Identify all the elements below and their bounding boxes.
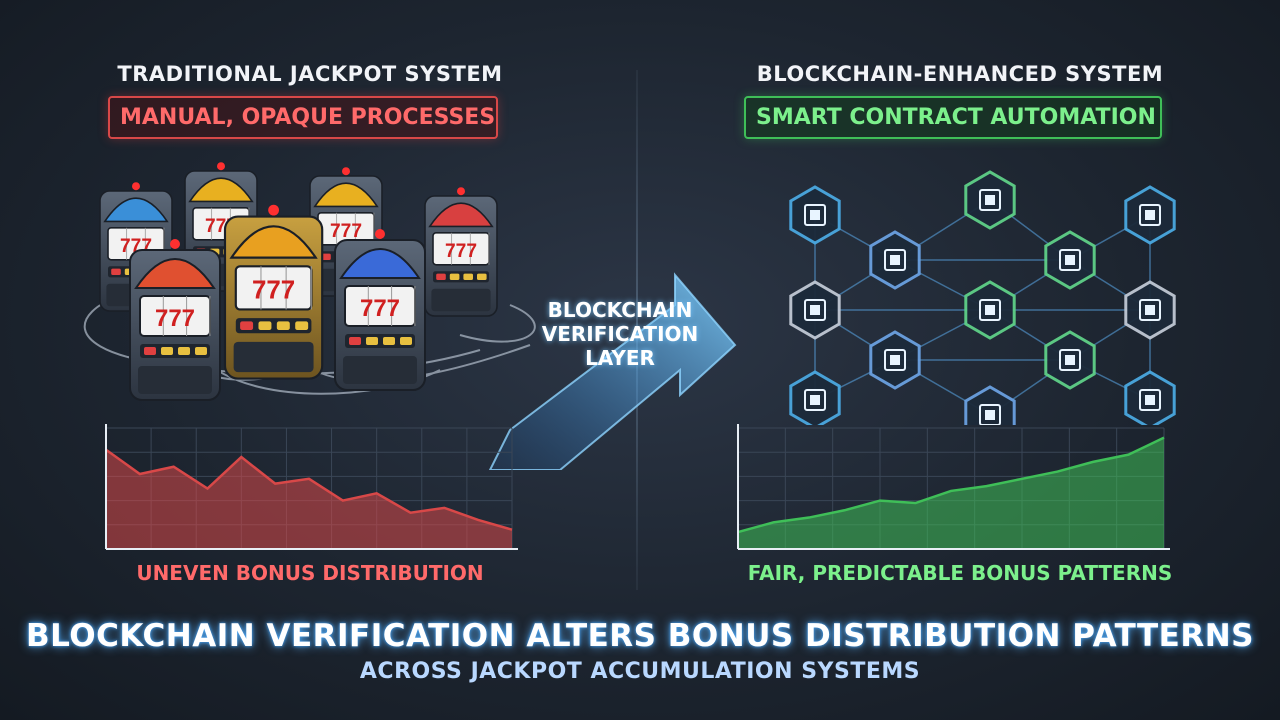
chart-line (737, 436, 1165, 534)
hexagon-chip-node-icon (964, 385, 1016, 425)
right-caption: FAIR, PREDICTABLE BONUS PATTERNS (747, 561, 1173, 585)
reel-symbol: 777 (155, 305, 195, 332)
slot-machine-icon: 777 (334, 229, 426, 391)
slot-machine-icon: 777 (223, 204, 324, 380)
hexagon-chip-node-icon (964, 280, 1016, 340)
right-heading: BLOCKCHAIN-ENHANCED SYSTEM (756, 62, 1164, 86)
reel-symbol: 777 (360, 295, 400, 322)
right-tag: SMART CONTRACT AUTOMATION (744, 96, 1162, 139)
arrow-right-icon (488, 272, 737, 470)
chart-area (106, 449, 512, 549)
uneven-distribution-chart (105, 424, 518, 550)
hexagon-chip-node-icon (1124, 370, 1176, 425)
hexagon-chip-node-icon (789, 370, 841, 425)
hexagon-chip-node-icon (789, 185, 841, 245)
chart-area (738, 437, 1164, 549)
reel-symbol: 777 (445, 241, 477, 262)
blockchain-node-network (789, 170, 1176, 425)
hexagon-chip-node-icon (1124, 185, 1176, 245)
hexagon-chip-node-icon (869, 230, 921, 290)
verification-label-line-1: BLOCKCHAIN (547, 298, 693, 322)
hexagon-chip-node-icon (1044, 230, 1096, 290)
chart-line (105, 448, 513, 531)
verification-label-line-3: LAYER (585, 346, 655, 370)
hexagon-chip-node-icon (1124, 280, 1176, 340)
verification-label-line-2: VERIFICATION (541, 322, 699, 346)
subtitle: ACROSS JACKPOT ACCUMULATION SYSTEMS (359, 659, 921, 684)
panel-divider (636, 70, 638, 590)
hexagon-chip-node-icon (964, 170, 1016, 230)
left-heading: TRADITIONAL JACKPOT SYSTEM (117, 62, 503, 86)
left-tag: MANUAL, OPAQUE PROCESSES (108, 96, 498, 139)
reel-symbol: 777 (252, 277, 295, 305)
predictable-distribution-chart (737, 424, 1170, 550)
hexagon-chip-node-icon (1044, 330, 1096, 390)
slot-machine-icon: 777 (424, 187, 498, 317)
slot-machine-icon: 777 (129, 239, 221, 401)
main-title: BLOCKCHAIN VERIFICATION ALTERS BONUS DIS… (26, 618, 1254, 654)
hexagon-chip-node-icon (789, 280, 841, 340)
reel-symbol: 777 (330, 221, 362, 242)
left-caption: UNEVEN BONUS DISTRIBUTION (136, 561, 484, 585)
verification-layer-label: BLOCKCHAIN VERIFICATION LAYER (520, 298, 720, 370)
hexagon-chip-node-icon (869, 330, 921, 390)
